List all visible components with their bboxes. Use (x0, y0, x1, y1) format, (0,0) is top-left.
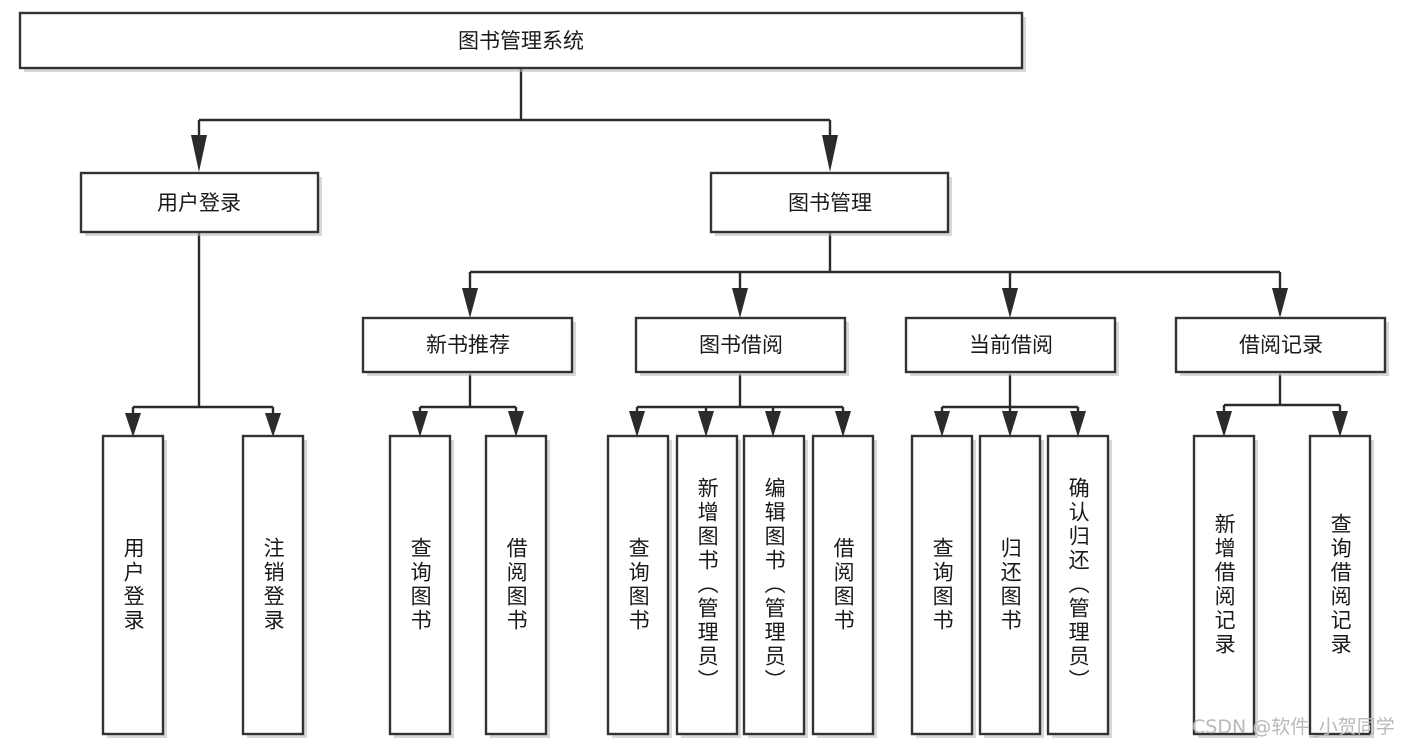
leaf-boxes (101, 434, 1374, 738)
leaf-rect-edit-book[interactable] (742, 434, 806, 736)
node-root[interactable]: 图书管理系统 (18, 11, 1026, 72)
leaf-query-record-label: 查询借阅记录 (1328, 513, 1353, 657)
connectors-borrow-record-to-leaves (1216, 374, 1348, 437)
leaf-logout-label: 注销登录 (261, 537, 286, 633)
arrow-to-new-book-recommend (462, 288, 478, 318)
arrow-to-leaf-return-book (1002, 411, 1018, 437)
leaf-rect-query-record[interactable] (1308, 434, 1372, 736)
node-current-borrow[interactable]: 当前借阅 (904, 316, 1119, 376)
leaf-rect-query-book-3[interactable] (910, 434, 974, 736)
leaf-add-record[interactable]: 新增借阅记录 (1194, 436, 1254, 734)
leaf-rect-confirm-return[interactable] (1046, 434, 1110, 736)
leaf-edit-book-label: 编辑图书（管理员） (762, 477, 787, 693)
arrow-to-leaf-query-book-1 (412, 411, 428, 437)
new-book-recommend-label: 新书推荐 (426, 333, 510, 357)
node-book-borrow[interactable]: 图书借阅 (634, 316, 849, 376)
borrow-record-rect[interactable] (1174, 316, 1387, 374)
arrow-to-user-login (191, 135, 207, 172)
user-login-label: 用户登录 (157, 191, 241, 215)
arrow-to-current-borrow (1002, 288, 1018, 318)
node-book-manage[interactable]: 图书管理 (709, 171, 952, 236)
arrow-to-leaf-add-record (1216, 411, 1232, 437)
borrow-record-label: 借阅记录 (1239, 333, 1323, 357)
leaf-rect-borrow-book-2[interactable] (811, 434, 875, 736)
connectors-current-borrow-to-leaves (934, 374, 1086, 437)
leaf-rect-logout[interactable] (241, 434, 305, 736)
root-label: 图书管理系统 (458, 29, 584, 53)
book-borrow-rect[interactable] (634, 316, 847, 374)
connectors-user-login-to-leaves (125, 232, 281, 437)
arrow-to-leaf-add-book (698, 411, 714, 437)
leaf-return-book-label: 归还图书 (998, 537, 1023, 633)
leaf-query-book-1-label: 查询图书 (408, 537, 433, 633)
leaf-confirm-return-label: 确认归还（管理员） (1066, 477, 1091, 693)
leaf-logout[interactable]: 注销登录 (243, 436, 303, 734)
leaf-user-login[interactable]: 用户登录 (103, 436, 163, 734)
leaf-add-book[interactable]: 新增图书（管理员） (677, 436, 737, 734)
leaf-rect-borrow-book-1[interactable] (484, 434, 548, 736)
leaf-rect-user-login[interactable] (101, 434, 165, 736)
current-borrow-rect[interactable] (904, 316, 1117, 374)
arrow-to-leaf-query-record (1332, 411, 1348, 437)
leaf-user-login-label: 用户登录 (121, 537, 146, 633)
arrow-to-leaf-query-book-3 (934, 411, 950, 437)
new-book-recommend-rect[interactable] (361, 316, 574, 374)
leaf-borrow-book-1[interactable]: 借阅图书 (486, 436, 546, 734)
leaf-return-book[interactable]: 归还图书 (980, 436, 1040, 734)
connectors-book-borrow-to-leaves (629, 374, 851, 437)
leaf-query-book-2-label: 查询图书 (626, 537, 651, 633)
current-borrow-label: 当前借阅 (969, 333, 1053, 357)
leaf-borrow-book-2[interactable]: 借阅图书 (813, 436, 873, 734)
leaf-rect-return-book[interactable] (978, 434, 1042, 736)
node-borrow-record[interactable]: 借阅记录 (1174, 316, 1389, 376)
leaf-rect-query-book-2[interactable] (606, 434, 670, 736)
arrow-to-leaf-query-book-2 (629, 411, 645, 437)
user-login-rect[interactable] (79, 171, 320, 234)
leaf-query-record[interactable]: 查询借阅记录 (1310, 436, 1370, 734)
leaf-query-book-3[interactable]: 查询图书 (912, 436, 972, 734)
root-rect[interactable] (18, 11, 1024, 70)
arrow-to-leaf-borrow-book-2 (835, 411, 851, 437)
watermark-csdn: CSDN @软件_小贺同学 (1192, 716, 1395, 738)
leaf-rect-add-record[interactable] (1192, 434, 1256, 736)
leaf-query-book-3-label: 查询图书 (930, 537, 955, 633)
connectors-root-to-level2 (191, 68, 838, 172)
leaf-rect-query-book-1[interactable] (388, 434, 452, 736)
arrow-to-leaf-logout (265, 413, 281, 437)
leaf-borrow-book-1-label: 借阅图书 (504, 537, 529, 633)
arrow-to-leaf-borrow-book-1 (508, 411, 524, 437)
leaf-query-book-1[interactable]: 查询图书 (390, 436, 450, 734)
arrow-to-leaf-confirm-return (1070, 411, 1086, 437)
arrow-to-borrow-record (1272, 288, 1288, 318)
connectors-new-book-recommend-to-leaves (412, 374, 524, 437)
leaf-add-record-label: 新增借阅记录 (1212, 513, 1237, 657)
book-borrow-label: 图书借阅 (699, 333, 783, 357)
leaf-confirm-return[interactable]: 确认归还（管理员） (1048, 436, 1108, 734)
arrow-to-leaf-user-login (125, 413, 141, 437)
node-new-book-recommend[interactable]: 新书推荐 (361, 316, 576, 376)
arrow-to-book-borrow (732, 288, 748, 318)
leaf-edit-book[interactable]: 编辑图书（管理员） (744, 436, 804, 734)
book-manage-label: 图书管理 (788, 191, 872, 215)
leaf-borrow-book-2-label: 借阅图书 (831, 537, 856, 633)
arrow-to-book-manage (822, 135, 838, 172)
leaf-rect-add-book[interactable] (675, 434, 739, 736)
book-manage-rect[interactable] (709, 171, 950, 234)
node-user-login[interactable]: 用户登录 (79, 171, 322, 236)
arrow-to-leaf-edit-book (765, 411, 781, 437)
leaf-query-book-2[interactable]: 查询图书 (608, 436, 668, 734)
connectors-book-manage-to-level3 (462, 232, 1288, 318)
leaf-add-book-label: 新增图书（管理员） (695, 477, 720, 693)
